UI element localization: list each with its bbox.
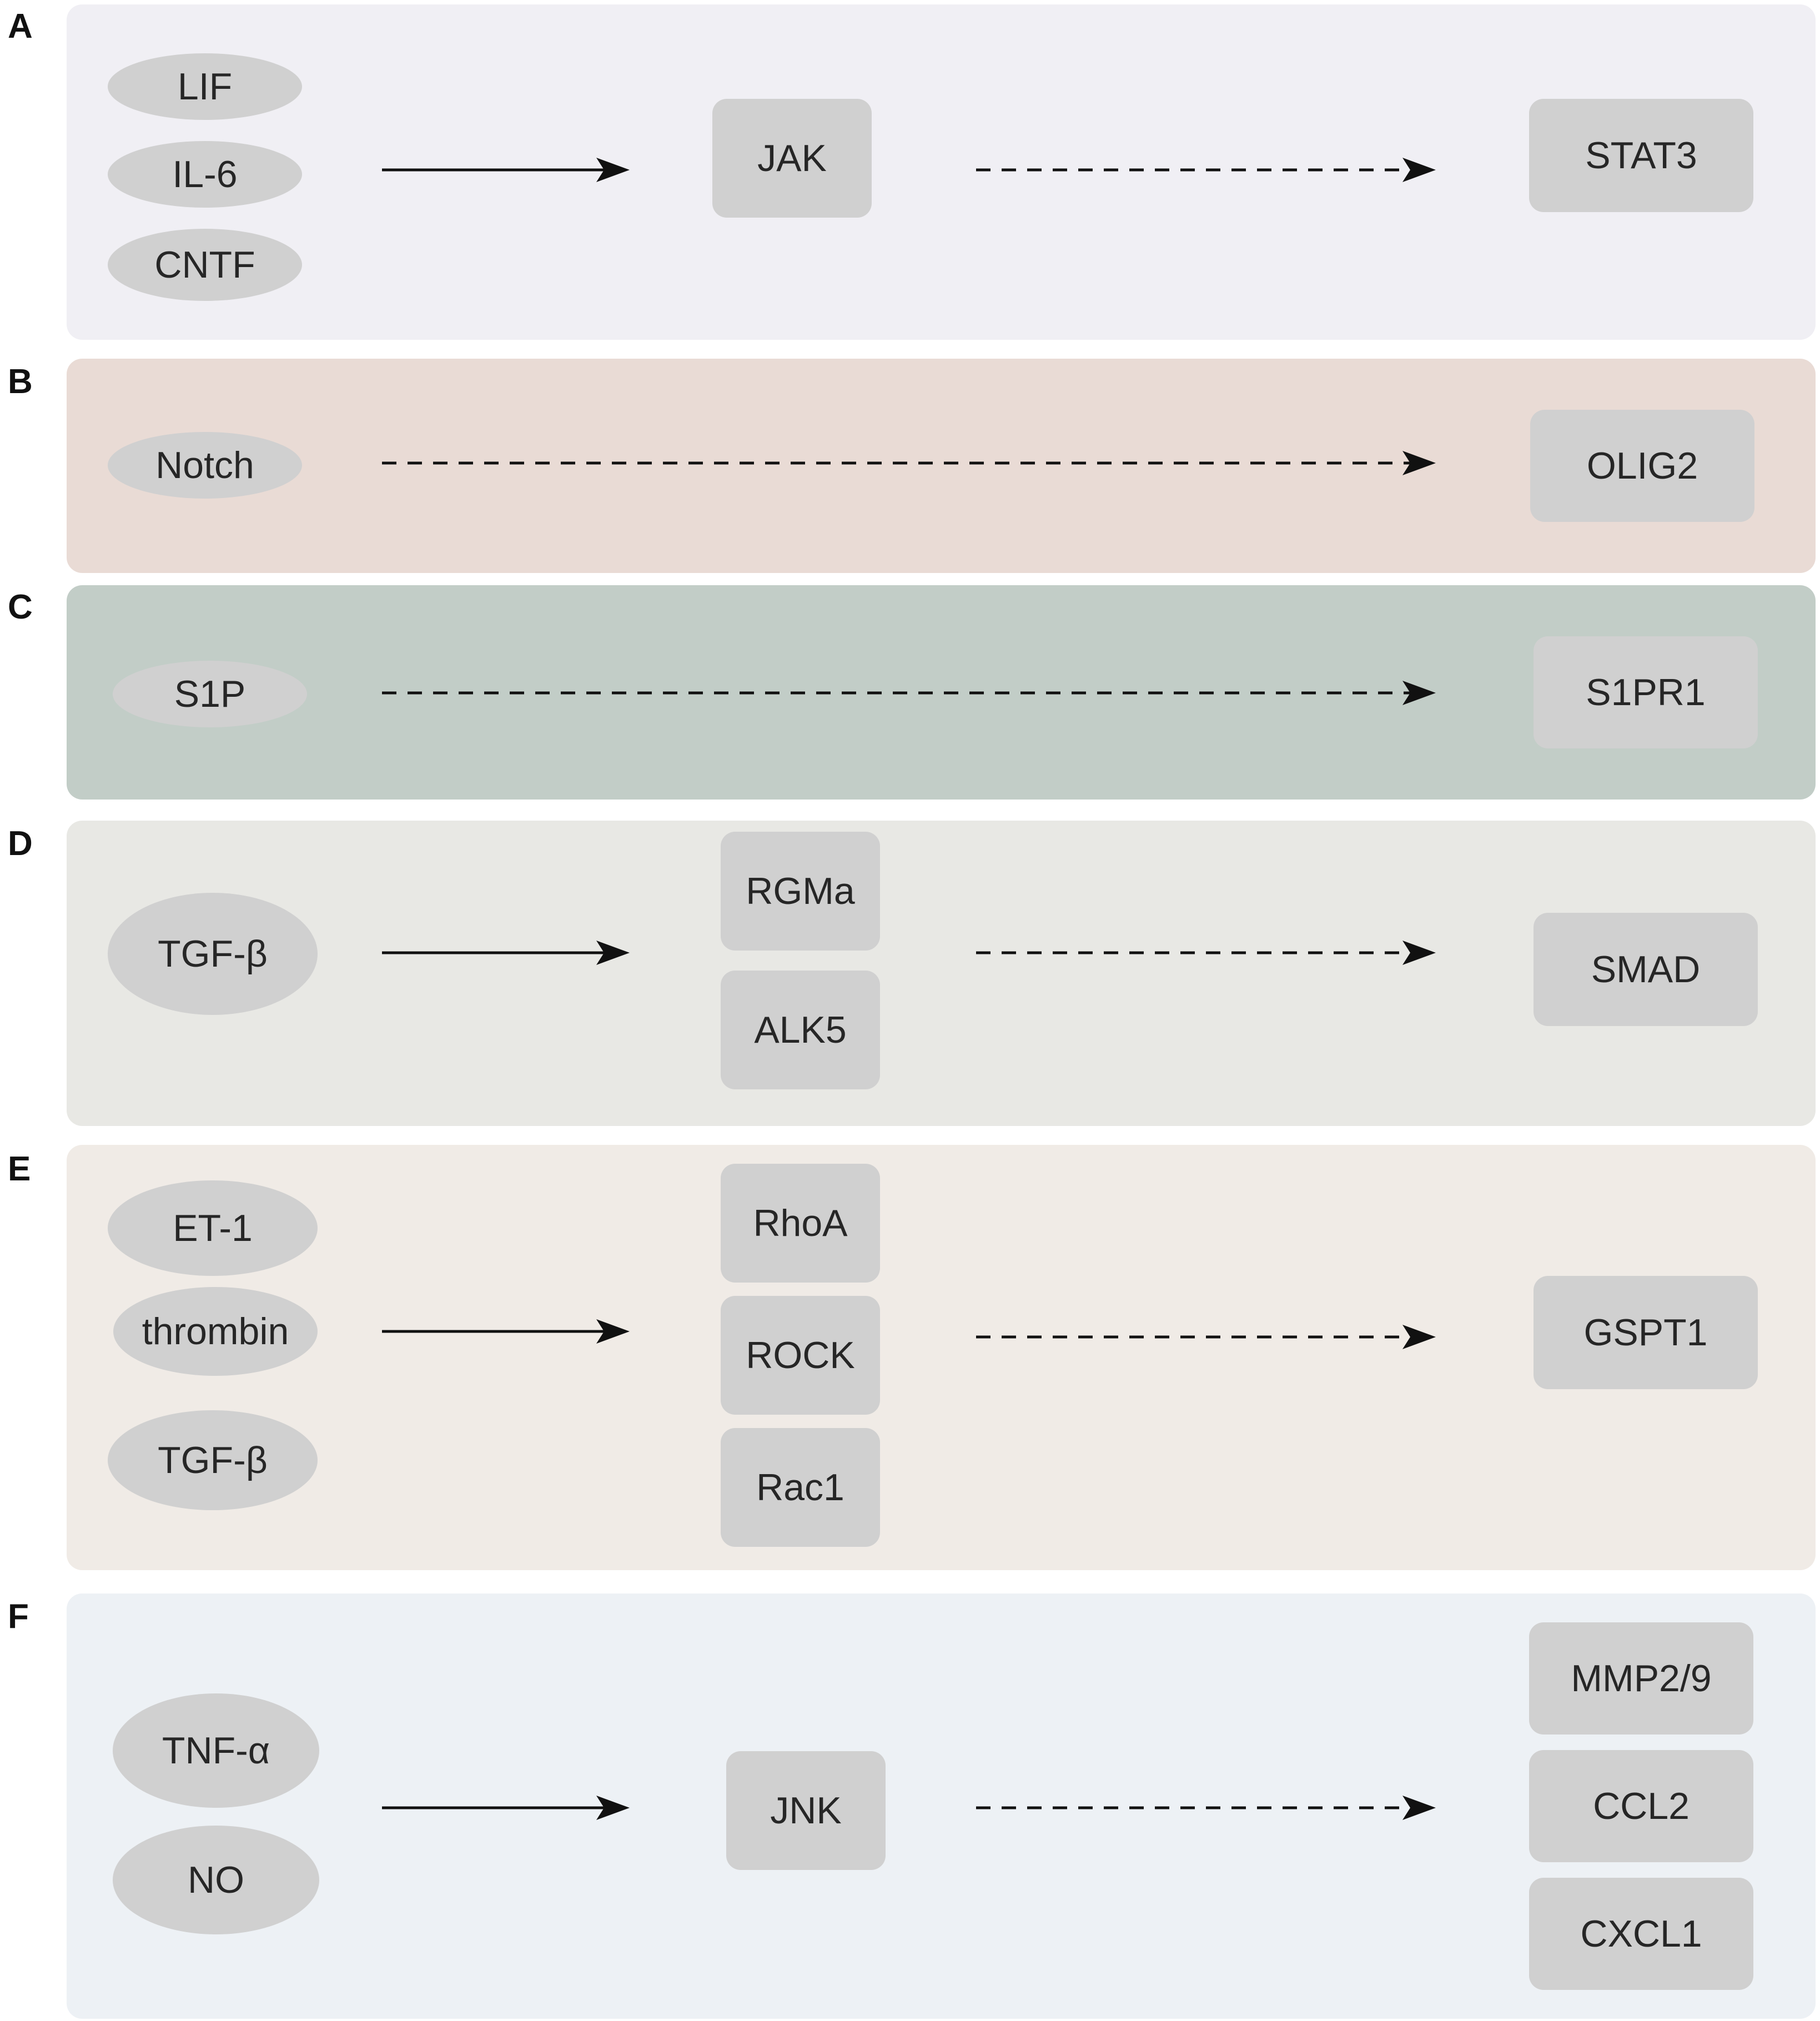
arrowhead-a1 (596, 158, 630, 182)
node-rock: ROCK (721, 1296, 880, 1415)
panel-label-c: C (8, 588, 33, 626)
panel-label-a: A (8, 7, 33, 46)
node-no: NO (113, 1826, 319, 1934)
arrowhead-e1 (596, 1319, 630, 1344)
arrowhead-f1 (596, 1796, 630, 1820)
panel-f (67, 1593, 1816, 2019)
arrowhead-a2 (1402, 158, 1436, 182)
panel-a (67, 4, 1816, 340)
panel-label-d: D (8, 825, 33, 863)
node-rgma: RGMa (721, 832, 880, 951)
panel-d (67, 821, 1816, 1126)
arrowhead-e2 (1402, 1325, 1436, 1349)
node-stat3: STAT3 (1529, 99, 1753, 212)
panel-b (67, 359, 1816, 573)
panel-label-b: B (8, 363, 33, 401)
arrowhead-c (1402, 681, 1436, 705)
arrowhead-f2 (1402, 1796, 1436, 1820)
node-rhoa: RhoA (721, 1164, 880, 1283)
panel-c (67, 585, 1816, 800)
node-et1: ET-1 (108, 1180, 318, 1276)
arrowhead-b (1402, 451, 1436, 475)
node-lif: LIF (108, 53, 302, 120)
node-olig2: OLIG2 (1530, 410, 1754, 522)
node-il6: IL-6 (108, 141, 302, 208)
node-gspt1: GSPT1 (1534, 1276, 1758, 1389)
node-thrombin: thrombin (113, 1287, 318, 1376)
node-s1pr1: S1PR1 (1534, 636, 1758, 748)
node-jnk: JNK (726, 1751, 886, 1870)
node-s1p: S1P (113, 661, 307, 727)
panel-label-f: F (8, 1597, 29, 1636)
panel-e (67, 1145, 1816, 1570)
node-notch: Notch (108, 432, 302, 499)
node-tgf-beta-e: TGF-β (108, 1410, 318, 1510)
node-tgf-beta-d: TGF-β (108, 893, 318, 1015)
node-jak: JAK (712, 99, 872, 218)
node-ccl2: CCL2 (1529, 1750, 1753, 1862)
node-mmp2-9: MMP2/9 (1529, 1622, 1753, 1735)
node-alk5: ALK5 (721, 971, 880, 1089)
arrowhead-d1 (596, 941, 630, 965)
arrowhead-d2 (1402, 941, 1436, 965)
node-cntf: CNTF (108, 229, 302, 301)
node-smad: SMAD (1534, 913, 1758, 1026)
node-rac1: Rac1 (721, 1428, 880, 1547)
node-cxcl1: CXCL1 (1529, 1878, 1753, 1990)
node-tnf-alpha: TNF-α (113, 1693, 319, 1808)
panel-label-e: E (8, 1150, 31, 1188)
